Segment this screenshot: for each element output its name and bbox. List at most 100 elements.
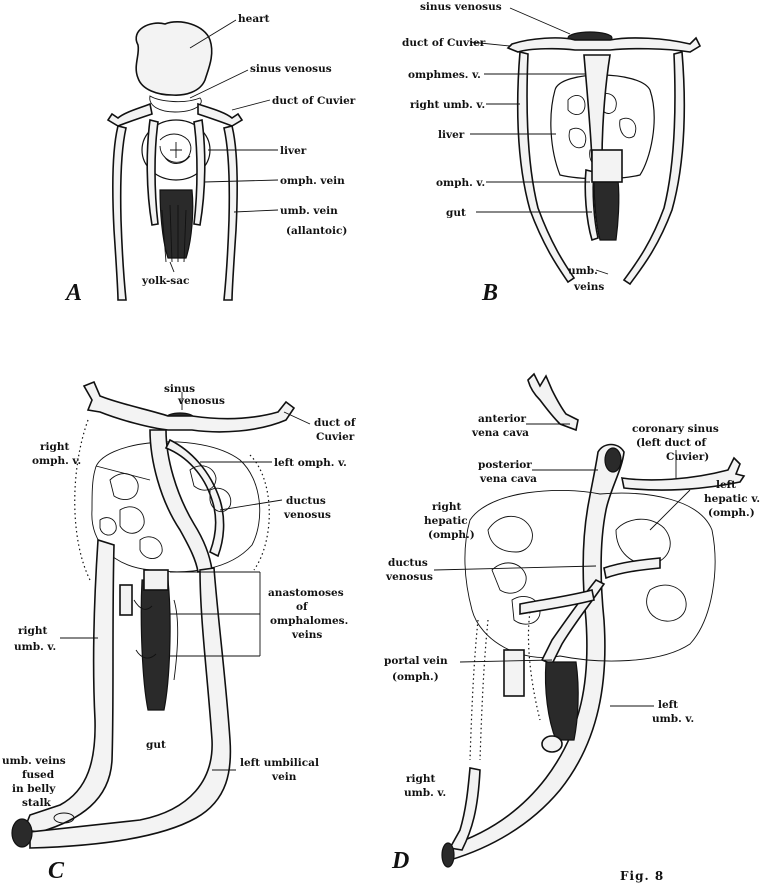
gut-b (594, 180, 619, 240)
stalk-end-d (442, 843, 454, 867)
label-c-left-umbilical: left umbilical (240, 757, 319, 769)
panel-b: sinus venosus duct of Cuvier omphmes. v.… (402, 1, 700, 306)
panel-b-drawing (508, 32, 700, 284)
label-c-sinus: sinus (164, 383, 195, 395)
label-a-sinus-venosus: sinus venosus (250, 63, 332, 75)
label-d-vena-cava-2: vena cava (479, 473, 537, 485)
label-c-umb-v: umb. v. (14, 641, 56, 653)
duct-of-cuvier-right (198, 104, 242, 126)
anterior-vena-cava-d (528, 374, 578, 430)
portal-vein-stub-d (504, 650, 524, 696)
label-d-hepatic: hepatic (424, 515, 468, 527)
liver-network-a (160, 134, 191, 164)
label-a-heart: heart (238, 13, 270, 25)
hepatic-branch-left-d (604, 558, 660, 578)
panel-letter-c: C (48, 858, 65, 884)
label-d-omph-2: (omph.) (708, 507, 755, 519)
label-b-omphmes-v: omphmes. v. (408, 69, 481, 81)
heart-shape (136, 22, 212, 95)
label-d-left-duct-of: (left duct of (636, 437, 708, 449)
gut-b-top (592, 150, 622, 182)
label-c-umb-veins: umb. veins (2, 755, 66, 767)
panel-d: anterior vena cava coronary sinus (left … (384, 374, 760, 874)
right-umbilical-vein-b (624, 52, 684, 284)
label-d-umb-v: umb. v. (652, 713, 694, 725)
panel-a: heart sinus venosus duct of Cuvier liver… (64, 13, 356, 306)
label-c-in-belly: in belly (12, 783, 56, 795)
omph-vein-a-left (147, 120, 158, 225)
label-d-omph-3: (omph.) (392, 671, 439, 683)
sinus-venosus-shape (150, 96, 201, 112)
gut-c (141, 580, 170, 710)
label-a-omph-vein: omph. vein (280, 175, 345, 187)
left-umbilical-vein-b (518, 52, 574, 282)
label-a-allantoic: (allantoic) (286, 225, 347, 237)
gut-c-top (144, 570, 168, 590)
label-b-liver: liver (438, 129, 465, 141)
panel-c: sinus venosus duct of Cuvier right omph.… (2, 382, 357, 884)
label-a-umb-vein: umb. vein (280, 205, 338, 217)
right-umbilical-vein-a (224, 126, 237, 300)
label-b-duct-of-cuvier: duct of Cuvier (402, 37, 486, 49)
label-d-coronary-sinus: coronary sinus (632, 423, 719, 435)
belly-stalk-end (12, 819, 32, 847)
label-d-anterior: anterior (478, 413, 526, 425)
label-c-venosus-2: venosus (283, 509, 331, 521)
label-c-ductus: ductus (286, 495, 326, 507)
label-b-gut: gut (446, 207, 466, 219)
label-d-ductus: ductus (388, 557, 428, 569)
label-c-right-2: right (18, 625, 47, 637)
label-c-omph-v: omph. v. (32, 455, 81, 467)
right-umb-v-dots-d2 (480, 620, 488, 760)
dotted-outline-d (528, 612, 540, 720)
coronary-sinus-end-d (605, 448, 621, 472)
label-c-left-omph-v: left omph. v. (274, 457, 347, 469)
gut-d (545, 662, 578, 740)
label-b-umb: umb. (568, 265, 598, 277)
label-d-right-2: right (406, 773, 435, 785)
gut-d-loop (542, 736, 562, 752)
label-d-omph: (omph.) (428, 529, 475, 541)
label-d-vena-cava: vena cava (471, 427, 529, 439)
label-a-duct-of-cuvier: duct of Cuvier (272, 95, 356, 107)
duct-of-cuvier-b (508, 38, 700, 52)
duct-of-cuvier-left (108, 104, 152, 126)
label-c-omphalomes: omphalomes. (270, 615, 348, 627)
label-c-stalk: stalk (22, 797, 52, 809)
label-d-posterior: posterior (478, 459, 532, 471)
label-c-venosus: venosus (177, 395, 225, 407)
label-d-left: left (716, 479, 736, 491)
label-c-cuvier: Cuvier (316, 431, 355, 443)
label-d-cuvier: Cuvier) (666, 451, 709, 463)
label-b-omph-v: omph. v. (436, 177, 485, 189)
label-d-hepatic-v: hepatic v. (704, 493, 760, 505)
label-c-veins: veins (291, 629, 322, 641)
label-b-veins: veins (573, 281, 604, 293)
omph-vein-b (584, 55, 610, 160)
omph-vein-a-right (194, 120, 205, 225)
panel-letter-a: A (64, 280, 82, 306)
label-a-liver: liver (280, 145, 307, 157)
label-c-right: right (40, 441, 69, 453)
label-b-sinus-venosus: sinus venosus (420, 1, 502, 13)
liver-c-dots-left (75, 420, 90, 580)
label-c-fused: fused (22, 769, 55, 781)
figure-number: Fig. 8 (620, 869, 664, 883)
label-d-venosus: venosus (385, 571, 433, 583)
label-c-duct-of: duct of (314, 417, 357, 429)
label-d-portal-vein: portal vein (384, 655, 448, 667)
right-umb-v-dots-d (470, 620, 478, 760)
label-c-gut: gut (146, 739, 166, 751)
label-c-anastomoses: anastomoses (268, 587, 344, 599)
label-d-umb-v-2: umb. v. (404, 787, 446, 799)
panel-a-drawing (108, 22, 242, 300)
label-c-vein: vein (271, 771, 297, 783)
label-a-yolk-sac: yolk-sac (141, 275, 189, 287)
left-umbilical-vein-a (113, 126, 126, 300)
label-d-right: right (432, 501, 461, 513)
label-c-of: of (296, 601, 309, 613)
panel-letter-d: D (391, 848, 409, 874)
label-d-left-2: left (658, 699, 678, 711)
